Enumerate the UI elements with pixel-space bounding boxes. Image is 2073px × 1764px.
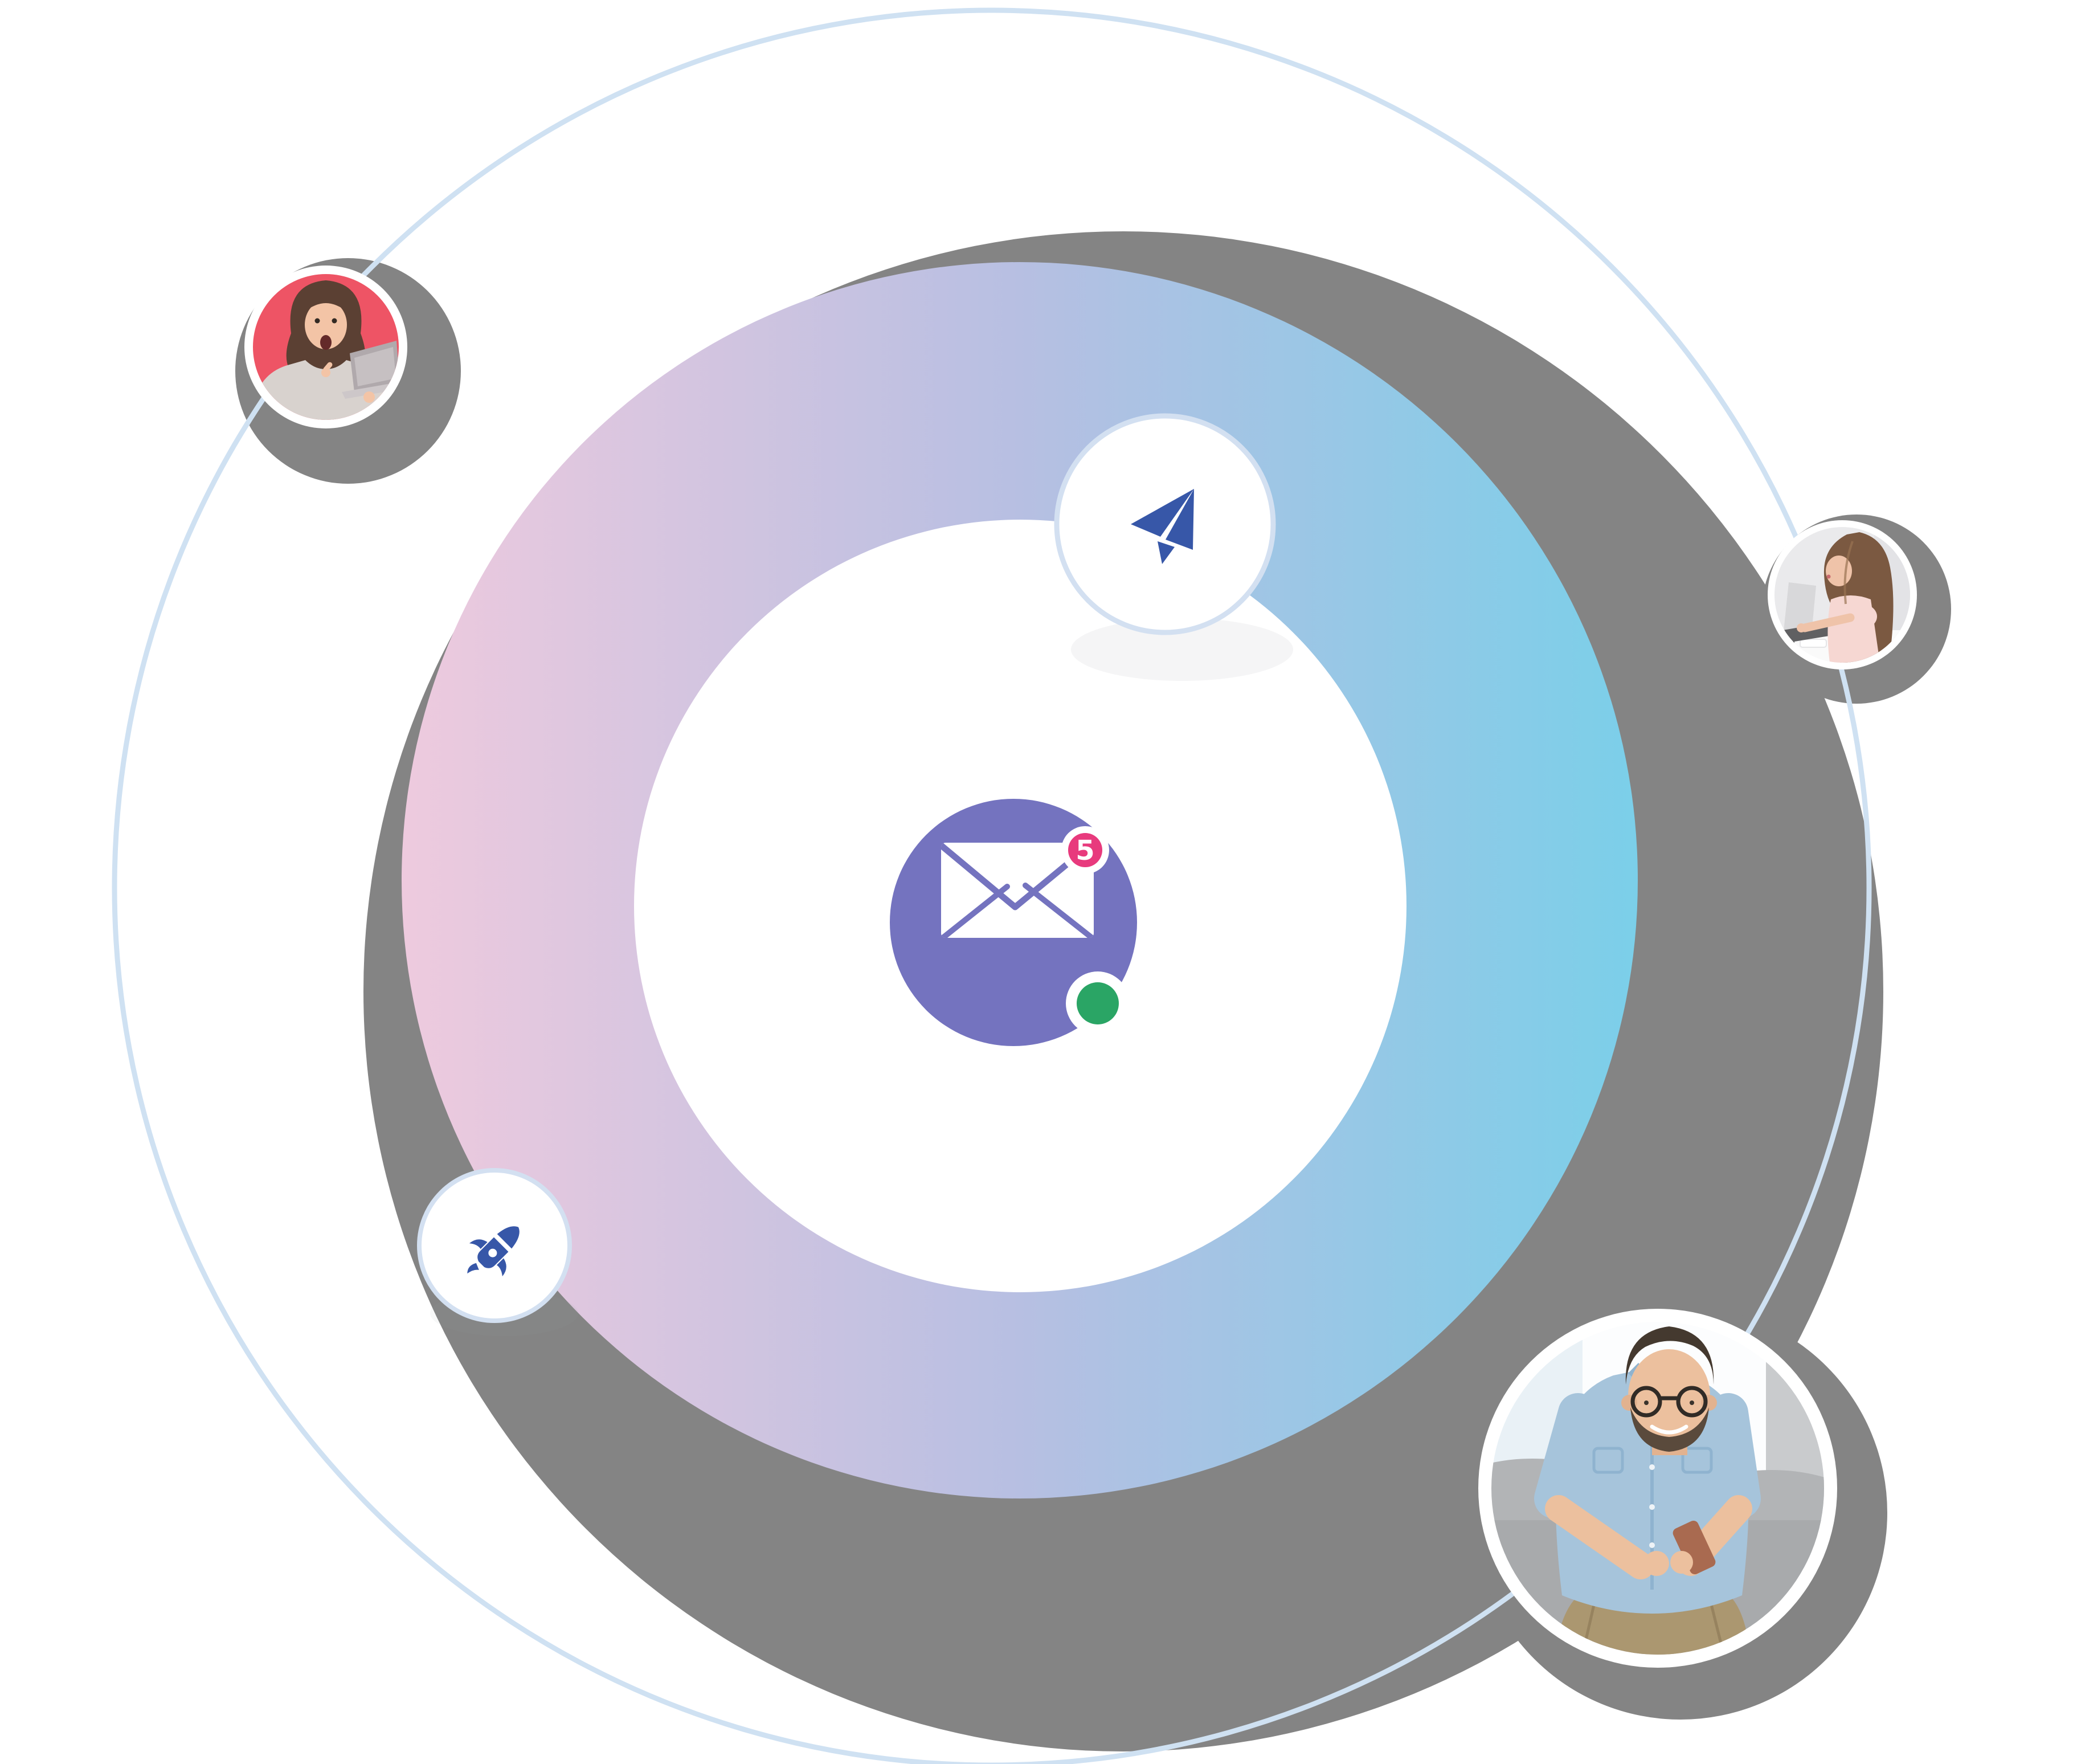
photo3-image — [1491, 1322, 1824, 1655]
online-status-dot — [1066, 971, 1130, 1035]
paper-plane-chip — [1054, 413, 1293, 681]
plane-chip-soft-shadow — [1071, 618, 1293, 681]
badge-count: 5 — [1076, 835, 1094, 867]
photo2-image — [1774, 527, 1910, 663]
rocket-chip — [417, 1168, 578, 1336]
photo-woman-typing — [1768, 520, 1917, 669]
photo-man-phone — [1478, 1309, 1837, 1668]
notification-badge: 5 — [1061, 826, 1109, 874]
photo-woman-laptop — [244, 266, 407, 428]
rocket-icon — [467, 1226, 520, 1277]
email-icon-group: 5 — [890, 799, 1137, 1046]
paper-plane-icon — [1131, 489, 1194, 564]
orbit-circle — [112, 7, 1872, 1764]
photo1-image — [253, 274, 399, 420]
envelope-fold-right — [1023, 883, 1094, 938]
envelope-fold-left — [941, 884, 1010, 938]
